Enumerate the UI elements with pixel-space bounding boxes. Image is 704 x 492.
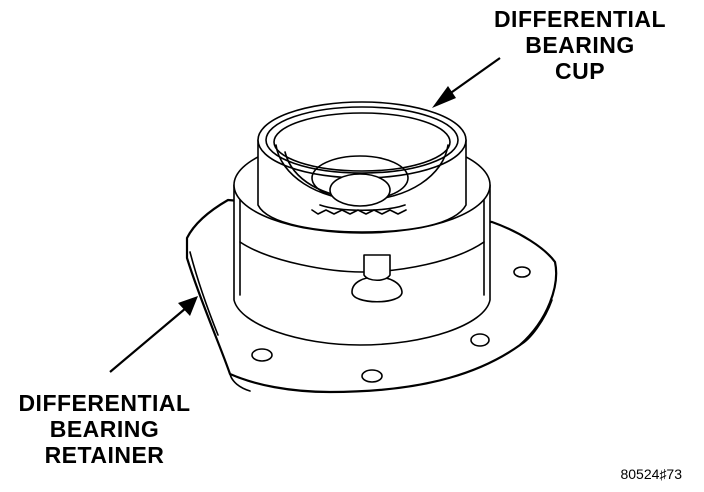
bearing-cup [265,106,459,215]
label-differential-bearing-retainer: DIFFERENTIAL BEARING RETAINER [2,390,207,468]
inner-bore [311,155,409,207]
retainer-flange [185,198,558,394]
label-line: BEARING [525,32,635,58]
label-line: CUP [554,58,606,84]
housing-ridge [239,241,485,273]
housing-boss [351,254,403,303]
label-line: RETAINER [44,442,165,468]
retainer-leader-arrow [109,296,198,373]
label-line: DIFFERENTIAL [18,390,191,416]
label-line: DIFFERENTIAL [493,6,667,32]
label-differential-bearing-cup: DIFFERENTIAL BEARING CUP [470,6,690,84]
cup-leader-arrow [432,57,501,108]
figure-number: 80524♯73 [620,466,682,482]
flange-bolt-holes [251,266,531,383]
label-line: BEARING [49,416,160,442]
